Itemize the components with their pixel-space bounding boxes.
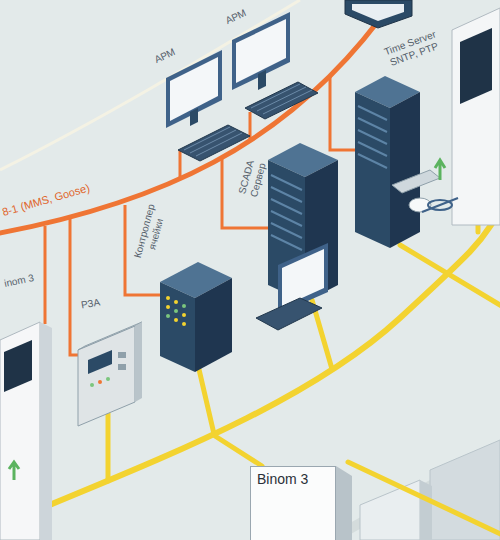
workstation-monitor	[190, 108, 198, 126]
relay-panel-label: РЗА	[80, 296, 101, 311]
relay-panel	[135, 322, 142, 402]
background-ring	[0, 0, 300, 170]
server-rack	[282, 249, 324, 307]
time-server-rack	[355, 92, 390, 248]
workstation-monitor	[258, 70, 266, 90]
meter-cabinet	[9, 462, 19, 480]
process-bus-wire	[400, 245, 500, 308]
process-bus-wire	[215, 436, 262, 466]
meter-device-side	[336, 466, 352, 540]
bay-controller-cabinet	[174, 309, 178, 313]
station-bus-wire	[179, 150, 182, 179]
workstation-label: АРМ	[224, 7, 248, 27]
keyboard	[245, 82, 318, 119]
device-name: SCADA Сервер	[236, 157, 268, 200]
time-server-rack	[355, 76, 440, 248]
station-bus-wire	[44, 226, 47, 324]
bay-controller-cabinet	[182, 322, 186, 326]
process-bus-wire	[348, 462, 500, 536]
background-structure	[430, 440, 500, 540]
keyboard	[178, 125, 250, 161]
workstation-monitor	[232, 12, 290, 90]
relay-panel	[78, 322, 142, 426]
process-bus-wire	[198, 365, 214, 434]
bay-controller-cabinet	[166, 314, 170, 318]
right-cabinet	[422, 198, 458, 212]
relay-panel	[88, 350, 112, 374]
meter-cabinet	[0, 322, 40, 540]
bay-controller-cabinet	[174, 300, 178, 304]
device-name: РЗА	[80, 296, 101, 311]
keyboard	[184, 127, 242, 156]
top-device	[345, 0, 412, 28]
workstation-label: АРМ	[153, 46, 177, 66]
meter-device-side	[336, 466, 352, 540]
relay-panel	[118, 364, 126, 370]
bay-controller-cabinet	[160, 262, 232, 372]
bay-controller-cabinet	[182, 304, 186, 308]
right-cabinet	[452, 8, 500, 225]
device-name: inom 3	[3, 272, 35, 289]
process-bus-wire	[106, 412, 111, 481]
time-server-rack	[390, 92, 420, 248]
bay-controller-cabinet	[195, 278, 232, 372]
bay-controller-cabinet	[160, 282, 195, 372]
relay-panel	[106, 377, 110, 381]
bay-controller-cabinet	[174, 318, 178, 322]
relay-panel	[90, 383, 94, 387]
time-server-label: Time Server SNTP, PTP	[380, 27, 444, 69]
keyboard	[251, 84, 312, 114]
device-name: АРМ	[153, 46, 177, 66]
server-rack	[271, 175, 302, 250]
device-name: Time Server SNTP, PTP	[380, 27, 444, 69]
bay-controller-label: Контроллер ячейки	[131, 199, 169, 265]
device-name: Binom 3	[257, 471, 329, 488]
meter-cabinet	[0, 322, 52, 540]
relay-panel	[78, 326, 135, 426]
relay-panel	[98, 380, 102, 384]
device-name: АРМ	[224, 7, 248, 27]
time-server-rack	[392, 170, 440, 193]
right-cabinet	[435, 160, 445, 180]
relay-panel	[118, 352, 126, 358]
top-device	[345, 0, 412, 28]
meter-cabinet	[4, 340, 32, 392]
bay-controller-cabinet	[166, 305, 170, 309]
top-device	[352, 4, 404, 21]
meter-cabinet	[40, 322, 52, 540]
device-name: Контроллер ячейки	[131, 199, 169, 265]
bay-controller-cabinet	[182, 313, 186, 317]
bay-controller-cabinet	[166, 296, 170, 300]
meter-device: Binom 3	[250, 466, 336, 540]
server-rack	[256, 298, 322, 330]
time-server-rack	[358, 106, 387, 168]
station-bus-wire	[330, 77, 355, 150]
background-structure	[420, 480, 432, 540]
right-cabinet	[460, 28, 492, 104]
bus-label: 8-1 (MMS, Goose)	[1, 182, 91, 218]
workstation-monitor	[166, 50, 222, 128]
server-rack	[256, 143, 338, 330]
station-bus-wire	[70, 219, 78, 355]
meter-cabinet-label: inom 3	[3, 272, 35, 289]
scada-server-label: SCADA Сервер	[236, 157, 268, 200]
